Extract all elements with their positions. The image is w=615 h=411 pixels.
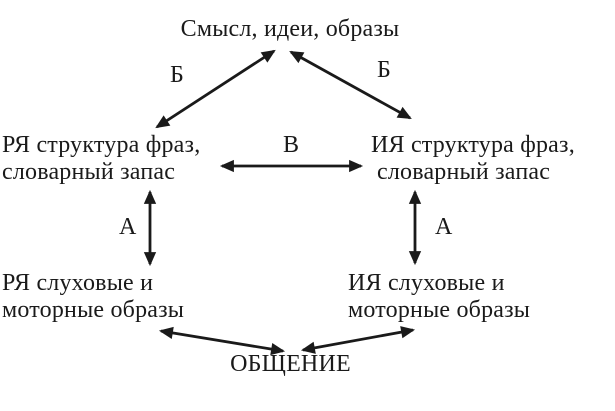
edge-label-a-left: А (119, 214, 137, 240)
node-native-audio-motor-line2: моторные образы (2, 297, 185, 323)
node-foreign-audio-motor-line1: ИЯ слуховые и (348, 270, 505, 296)
node-native-phrase-structure-line1: РЯ структура фраз, (2, 132, 201, 158)
edge-label-b-left: Б (170, 62, 184, 88)
node-native-audio-motor: РЯ слуховые и моторные образы (2, 270, 184, 324)
node-native-audio-motor-line1: РЯ слуховые и (2, 270, 154, 296)
node-communication: ОБЩЕНИЕ (230, 351, 351, 377)
node-foreign-phrase-structure-line2: словарный запас (377, 159, 551, 185)
edge-meaning-native-structure (155, 49, 276, 129)
edge-native-audio-communication (158, 326, 286, 356)
node-foreign-audio-motor: ИЯ слуховые и моторные образы (348, 270, 530, 324)
edge-label-v-center: В (283, 132, 300, 158)
edge-meaning-foreign-structure (289, 50, 412, 120)
node-meaning-ideas-images: Смысл, идеи, образы (180, 16, 400, 42)
edge-foreign-audio-communication (300, 326, 416, 354)
node-foreign-phrase-structure: ИЯ структура фраз, словарный запас (371, 132, 575, 186)
edge-label-b-right: Б (377, 57, 391, 83)
node-foreign-phrase-structure-line1: ИЯ структура фраз, (371, 132, 575, 158)
edge-label-a-right: А (435, 214, 453, 240)
node-native-phrase-structure-line2: словарный запас (2, 159, 176, 185)
node-foreign-audio-motor-line2: моторные образы (348, 297, 531, 323)
node-native-phrase-structure: РЯ структура фраз, словарный запас (2, 132, 200, 186)
